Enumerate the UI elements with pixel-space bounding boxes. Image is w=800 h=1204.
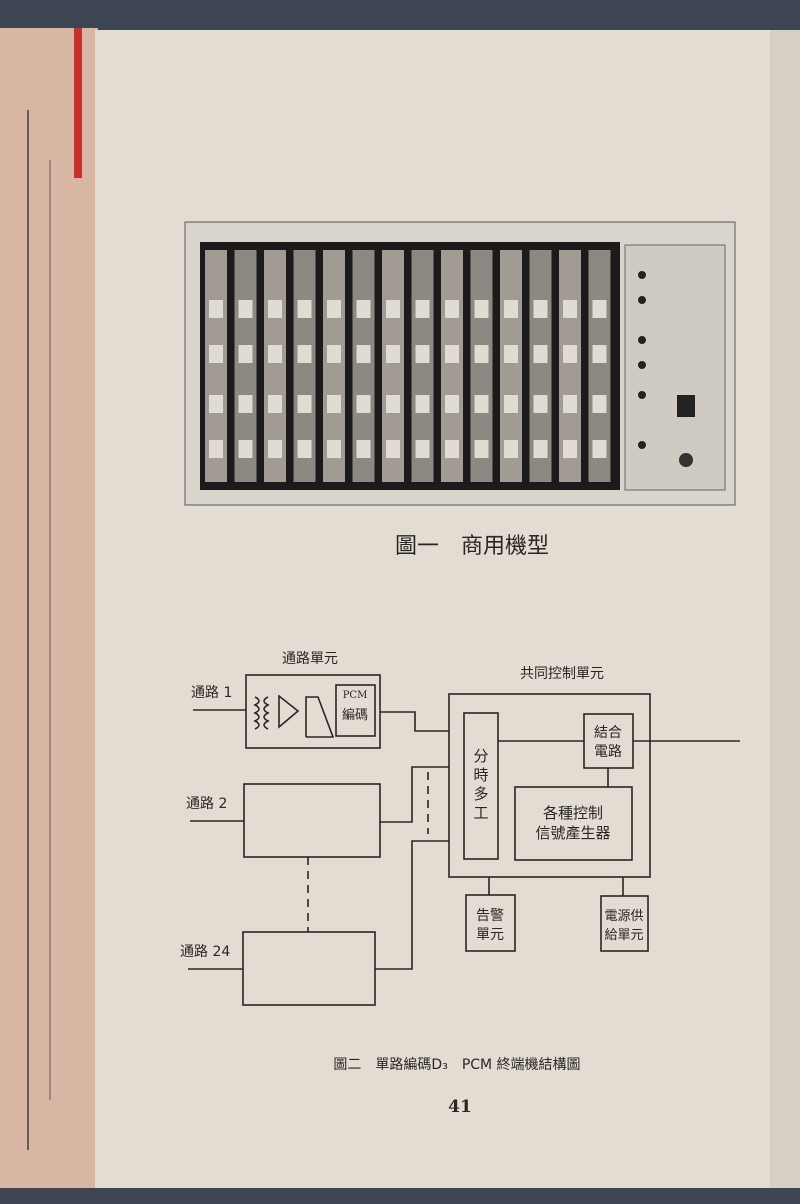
tdm-label: 工 (473, 804, 488, 822)
channel-1-label: 通路 1 (191, 685, 232, 701)
module-component (533, 395, 548, 413)
page-number: 41 (448, 1097, 472, 1117)
signal-generator-label: 各種控制 (543, 804, 603, 822)
module-component (592, 395, 607, 413)
module-component (327, 395, 341, 413)
page (95, 30, 800, 1188)
module-component (238, 395, 253, 413)
module-component (327, 345, 341, 363)
alarm-unit-label: 告警 (476, 908, 504, 924)
power-unit-box (600, 895, 649, 952)
module-component (327, 440, 341, 458)
module-component (504, 440, 518, 458)
module-component (415, 345, 430, 363)
module-component (474, 395, 489, 413)
module-component (268, 300, 282, 318)
channel-24-label: 通路 24 (180, 944, 230, 960)
tdm-label: 分 (473, 747, 488, 765)
module-component (504, 395, 518, 413)
channel-2-label: 通路 2 (186, 796, 227, 812)
alarm-unit-box (465, 894, 516, 952)
pcm-coder-box (335, 684, 376, 737)
module-component (268, 395, 282, 413)
module-component (563, 300, 577, 318)
module-component (209, 300, 223, 318)
module-component (504, 345, 518, 363)
module-component (386, 395, 400, 413)
module-component (297, 395, 312, 413)
module-component (297, 300, 312, 318)
module-component (592, 300, 607, 318)
module-component (356, 300, 371, 318)
common-control-label: 共同控制單元 (520, 666, 604, 682)
power-switch-icon (677, 395, 695, 417)
module-component (386, 345, 400, 363)
figure2-caption: 圖二 單路編碼D₃ PCM 終端機結構圖 (333, 1057, 580, 1073)
coder-label: 編碼 (342, 707, 368, 723)
red-bookmark-edge (74, 28, 82, 178)
module-component (297, 440, 312, 458)
module-component (533, 345, 548, 363)
module-component (415, 440, 430, 458)
module-component (238, 440, 253, 458)
alarm-unit-label: 單元 (476, 927, 504, 943)
module-component (474, 345, 489, 363)
module-component (327, 300, 341, 318)
transformer-icon (253, 696, 270, 730)
module-component (356, 440, 371, 458)
module-component (445, 395, 459, 413)
signal-generator-box (514, 786, 633, 861)
module-component (563, 395, 577, 413)
figure1-caption: 圖一 商用機型 (395, 534, 549, 559)
module-component (474, 300, 489, 318)
tdm-label: 時 (473, 766, 488, 784)
power-knob-icon (679, 453, 693, 467)
module-component (268, 440, 282, 458)
module-component (445, 440, 459, 458)
module-component (209, 345, 223, 363)
module-component (209, 395, 223, 413)
module-component (592, 440, 607, 458)
page-gutter-shadow (770, 30, 800, 1188)
combiner-label: 結合 (594, 725, 622, 741)
module-component (386, 440, 400, 458)
module-component (445, 300, 459, 318)
module-component (533, 300, 548, 318)
module-component (356, 345, 371, 363)
module-component (356, 395, 371, 413)
module-component (474, 440, 489, 458)
pcm-label: PCM (343, 690, 368, 701)
module-component (533, 440, 548, 458)
module-component (297, 345, 312, 363)
tdm-box (463, 712, 499, 860)
figure2-diagram (188, 674, 740, 1006)
combiner-label: 電路 (594, 744, 622, 760)
tdm-label: 多 (473, 785, 488, 803)
module-component (268, 345, 282, 363)
module-component (386, 300, 400, 318)
filter-icon (305, 696, 335, 738)
module-component (445, 345, 459, 363)
common-control-box (448, 693, 651, 878)
amplifier-icon (278, 694, 300, 729)
power-unit-label: 電源供 (604, 909, 643, 924)
figure1-photo (184, 221, 736, 506)
module-component (563, 440, 577, 458)
module-component (415, 300, 430, 318)
signal-generator-label: 信號產生器 (535, 824, 610, 842)
module-component (504, 300, 518, 318)
module-component (238, 345, 253, 363)
module-component (209, 440, 223, 458)
module-component (238, 300, 253, 318)
page-stack-edge (0, 28, 98, 1188)
module-component (592, 345, 607, 363)
channel-unit-label: 通路單元 (282, 651, 338, 667)
module-component (415, 395, 430, 413)
module-component (563, 345, 577, 363)
power-unit-label: 給單元 (604, 928, 643, 943)
